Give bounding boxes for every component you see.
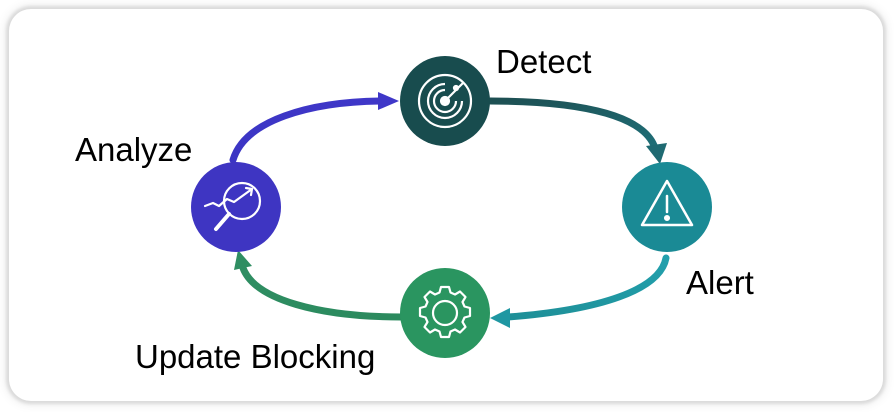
- label-detect: Detect: [496, 43, 592, 80]
- node-detect: [400, 56, 490, 146]
- warning-icon: [640, 179, 694, 227]
- label-update-blocking: Update Blocking: [135, 338, 376, 375]
- arrow-analyze-to-detect: [229, 92, 399, 164]
- label-analyze: Analyze: [75, 131, 193, 168]
- node-update-blocking: [400, 268, 490, 358]
- node-alert: [622, 162, 712, 252]
- label-alert: Alert: [686, 264, 754, 301]
- arrow-detect-to-alert: [486, 97, 667, 164]
- gear-icon: [418, 285, 472, 339]
- node-analyze: [191, 162, 281, 252]
- magnifier-chart-icon: [203, 181, 262, 231]
- arrow-update-to-analyze: [234, 250, 406, 321]
- radar-icon: [417, 73, 473, 129]
- arrow-alert-to-update: [490, 254, 670, 328]
